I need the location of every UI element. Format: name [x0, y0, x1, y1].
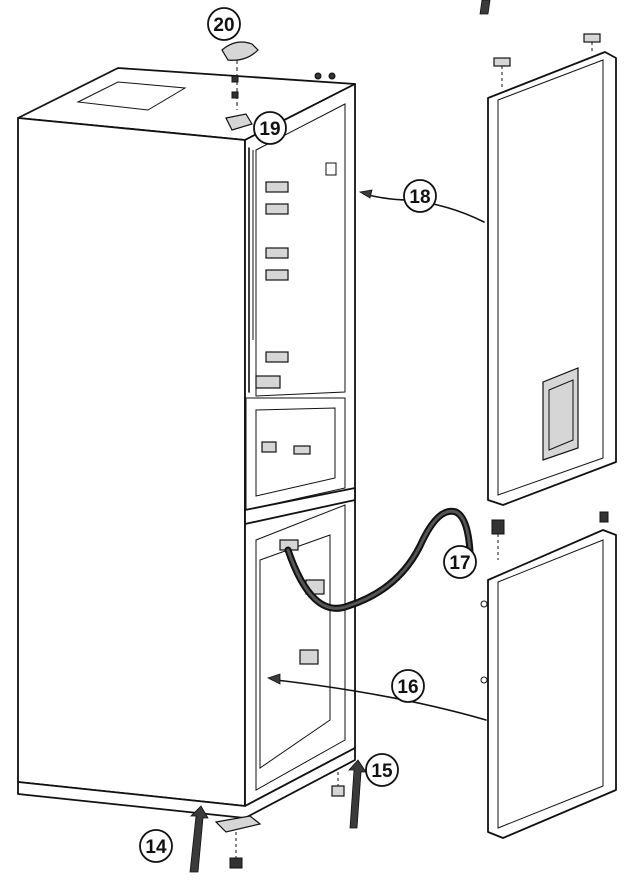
svg-text:14: 14	[145, 837, 167, 858]
svg-text:15: 15	[371, 761, 393, 782]
callout-15: 15	[365, 753, 399, 787]
arrow-14	[189, 805, 209, 873]
top-hinge-assembly	[221, 41, 336, 131]
lower-door	[480, 511, 617, 839]
arrow-15	[348, 759, 367, 829]
upper-door	[487, 33, 617, 560]
callout-16: 16	[391, 669, 425, 703]
svg-text:20: 20	[213, 15, 234, 36]
svg-text:16: 16	[397, 677, 418, 698]
callout-14: 14	[139, 829, 173, 863]
arrow-top	[479, 0, 491, 15]
svg-text:19: 19	[259, 119, 280, 140]
callout-17: 17	[443, 545, 477, 579]
callout-18: 18	[403, 179, 437, 213]
svg-text:18: 18	[409, 187, 430, 208]
bottom-hinge-assembly	[214, 772, 345, 869]
callout-19: 19	[253, 111, 287, 145]
fridge-cabinet	[17, 67, 356, 819]
callout-20: 20	[207, 7, 241, 41]
svg-text:17: 17	[449, 553, 470, 574]
leader-16	[275, 679, 487, 721]
